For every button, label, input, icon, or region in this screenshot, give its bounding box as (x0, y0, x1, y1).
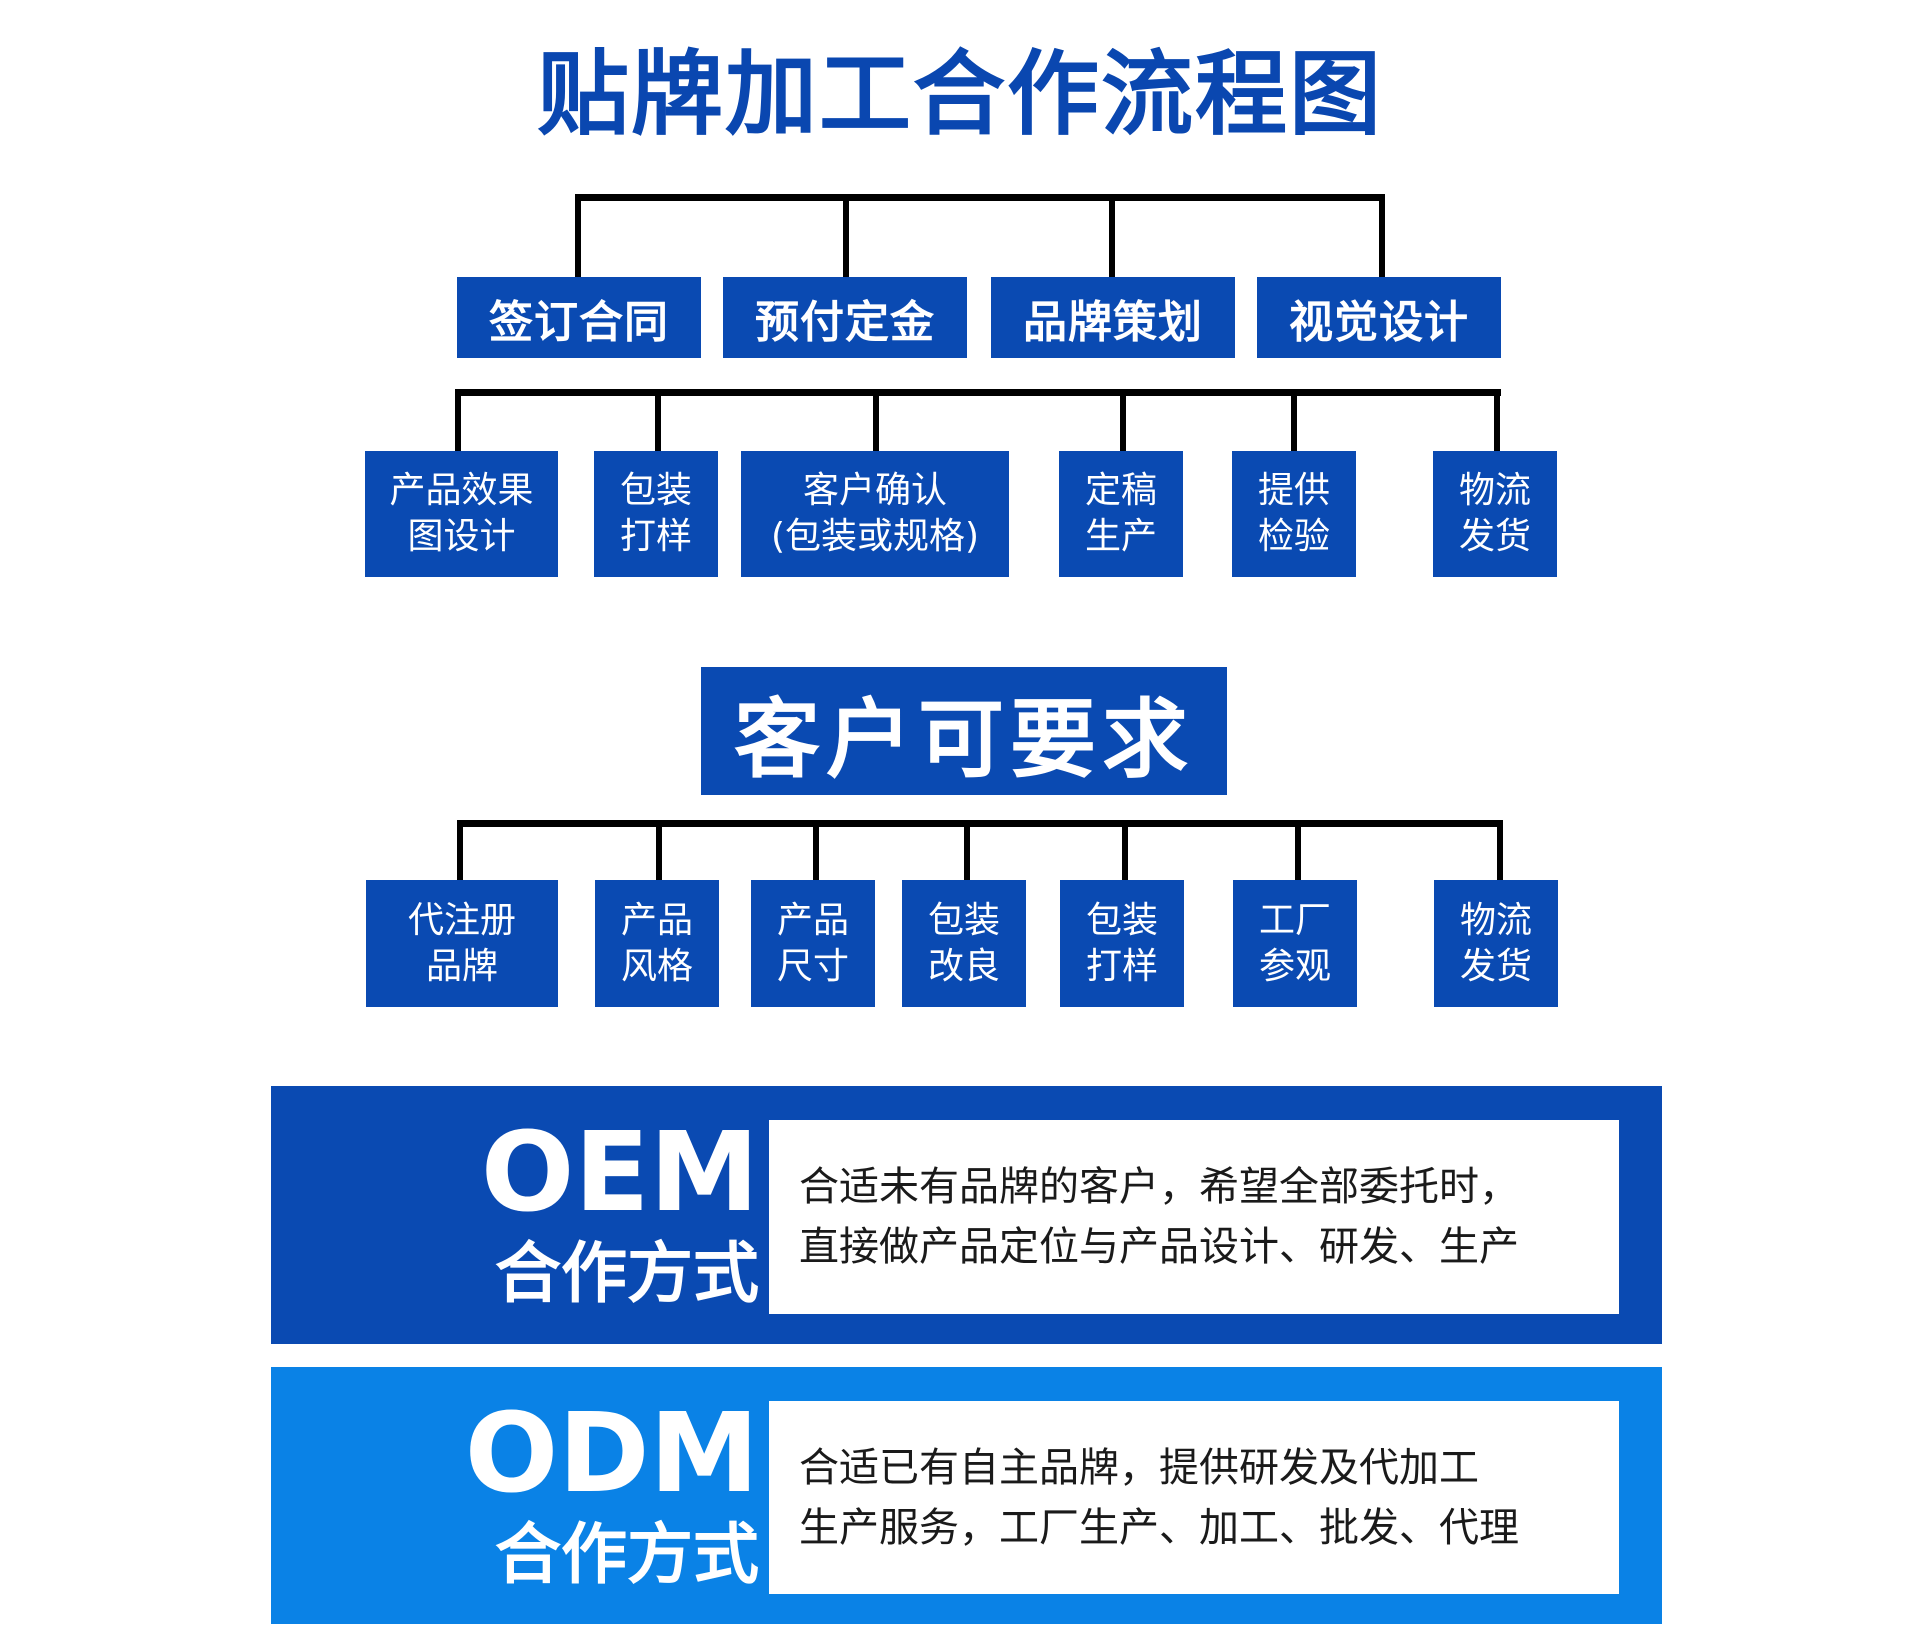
step-box: 包装 打样 (594, 451, 718, 577)
page-title: 贴牌加工合作流程图 (536, 41, 1383, 148)
oem-description: 合适未有品牌的客户，希望全部委托时， 直接做产品定位与产品设计、研发、生产 (769, 1120, 1619, 1314)
connector-stage1-drop (843, 194, 849, 278)
description-line: 生产服务，工厂生产、加工、批发、代理 (799, 1504, 1519, 1551)
step-label: 视觉设计 (1289, 296, 1469, 348)
connector-req-drop (1497, 820, 1503, 881)
connector-stage2-horizontal (455, 389, 1501, 396)
connector-req-drop (656, 820, 662, 881)
requirement-box: 工厂 参观 (1233, 880, 1357, 1007)
requirement-label: 产品 风格 (620, 899, 693, 987)
step-label: 物流 发货 (1458, 470, 1531, 557)
requirement-box: 包装 打样 (1060, 880, 1184, 1007)
connector-stage2-drop (1291, 389, 1297, 452)
step-box: 物流 发货 (1433, 451, 1557, 577)
requirement-label: 产品 尺寸 (776, 899, 849, 987)
oem-code: OEM (480, 1108, 759, 1236)
step-box: 提供 检验 (1232, 451, 1356, 577)
connector-stage1-drop (1109, 194, 1115, 278)
requirement-label: 物流 发货 (1459, 899, 1532, 987)
requirement-label: 包装 打样 (1085, 899, 1158, 987)
step-box: 预付定金 (723, 277, 967, 358)
requirement-box: 代注册 品牌 (366, 880, 558, 1007)
connector-req-drop (1122, 820, 1128, 881)
oem-panel: OEM 合作方式 合适未有品牌的客户，希望全部委托时， 直接做产品定位与产品设计… (271, 1086, 1662, 1344)
step-label: 品牌策划 (1023, 296, 1203, 348)
odm-code: ODM (464, 1389, 759, 1517)
connector-stage2-drop (1120, 389, 1126, 452)
connector-stage1-drop (575, 194, 581, 278)
requirements-heading-label: 客户可要求 (734, 689, 1194, 790)
step-label: 客户确认 (包装或规格) (770, 470, 980, 557)
connector-stage2-drop (655, 389, 661, 452)
requirement-label: 包装 改良 (927, 899, 1000, 987)
requirement-label: 代注册 品牌 (407, 899, 516, 987)
connector-stage2-drop (1494, 389, 1500, 452)
description-line: 合适已有自主品牌，提供研发及代加工 (799, 1444, 1479, 1491)
oem-mode-label: 合作方式 (495, 1235, 759, 1312)
connector-req-horizontal (457, 820, 1503, 827)
connector-req-drop (813, 820, 819, 881)
description-line: 直接做产品定位与产品设计、研发、生产 (799, 1224, 1519, 1270)
step-box: 产品效果 图设计 (365, 451, 558, 577)
step-label: 提供 检验 (1257, 470, 1330, 557)
connector-stage2-drop (455, 389, 461, 452)
description-line: 合适未有品牌的客户，希望全部委托时， (799, 1164, 1519, 1210)
connector-req-drop (457, 820, 463, 881)
step-label: 签订合同 (489, 296, 669, 348)
requirement-box: 产品 风格 (595, 880, 719, 1007)
odm-panel: ODM 合作方式 合适已有自主品牌，提供研发及代加工 生产服务，工厂生产、加工、… (271, 1367, 1662, 1624)
connector-stage2-drop (873, 389, 879, 452)
step-box: 定稿 生产 (1059, 451, 1183, 577)
odm-description: 合适已有自主品牌，提供研发及代加工 生产服务，工厂生产、加工、批发、代理 (769, 1401, 1619, 1594)
step-label: 包装 打样 (619, 470, 692, 557)
connector-req-drop (1295, 820, 1301, 881)
odm-mode-label: 合作方式 (495, 1516, 759, 1593)
requirement-box: 物流 发货 (1434, 880, 1558, 1007)
step-box: 视觉设计 (1257, 277, 1501, 358)
connector-stage1-drop (1379, 194, 1385, 278)
step-label: 定稿 生产 (1084, 470, 1157, 557)
requirement-box: 产品 尺寸 (751, 880, 875, 1007)
connector-req-drop (964, 820, 970, 881)
step-label: 预付定金 (755, 296, 935, 348)
step-box: 客户确认 (包装或规格) (741, 451, 1009, 577)
connector-stage1-horizontal (575, 194, 1385, 201)
requirements-heading: 客户可要求 (701, 667, 1227, 795)
step-box: 签订合同 (457, 277, 701, 358)
step-box: 品牌策划 (991, 277, 1235, 358)
requirement-box: 包装 改良 (902, 880, 1026, 1007)
requirement-label: 工厂 参观 (1258, 899, 1331, 987)
step-label: 产品效果 图设计 (389, 470, 534, 557)
